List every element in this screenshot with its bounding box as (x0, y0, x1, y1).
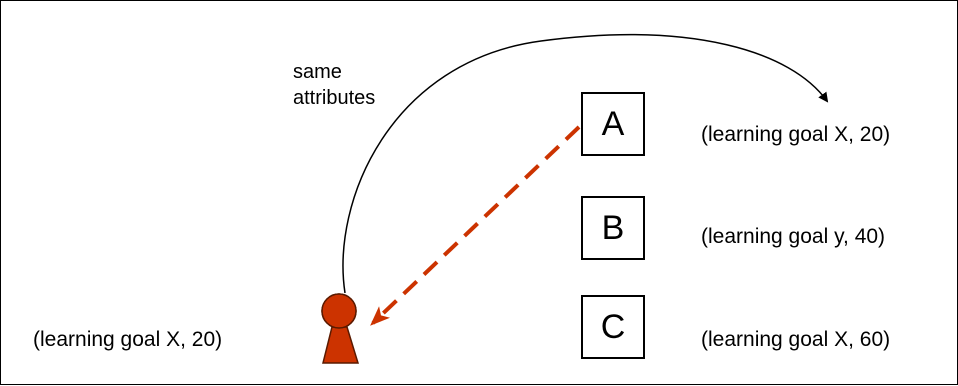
item-b-attributes: (learning goal y, 40) (701, 225, 886, 248)
item-a-attributes: (learning goal X, 20) (701, 123, 891, 146)
note-line-1: same (293, 61, 342, 83)
recommendation-arrow (370, 125, 581, 326)
item-b-letter: B (601, 209, 625, 247)
learner-label: (learning goal X, 20) (33, 328, 223, 351)
learner-icon (321, 293, 360, 364)
item-c-box: C (581, 295, 645, 359)
similarity-arrow (342, 33, 829, 294)
same-attributes-note: same attributes (293, 59, 375, 111)
item-c-letter: C (600, 308, 626, 346)
item-b-box: B (581, 196, 645, 260)
item-a-box: A (581, 92, 645, 156)
note-line-2: attributes (293, 87, 376, 109)
item-a-letter: A (601, 105, 625, 143)
item-c-attributes: (learning goal X, 60) (701, 328, 891, 351)
